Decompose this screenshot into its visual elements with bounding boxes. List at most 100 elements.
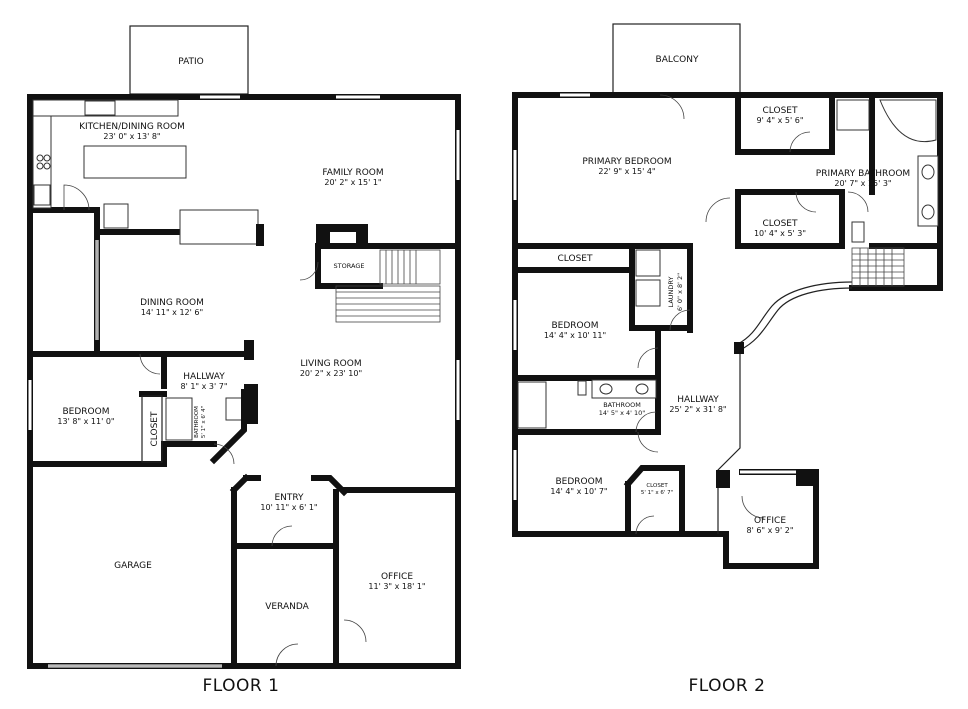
floor1-kitchen-bump: [27, 94, 99, 213]
bath-tub: [165, 397, 193, 441]
hallway-walls: [139, 351, 167, 397]
hallway-dims: 8' 1" x 3' 7": [180, 382, 227, 391]
bedroom-a-door: [637, 347, 659, 369]
veranda-label: VERANDA: [265, 602, 309, 612]
toilet: [577, 380, 587, 396]
column: [244, 384, 258, 424]
office-dims: 11' 3" x 18' 1": [368, 582, 425, 591]
closet-b-walls: [735, 189, 845, 249]
kitchen-door-swing: [63, 184, 90, 211]
closet-d-label: CLOSET: [646, 483, 668, 489]
sink: [921, 164, 935, 180]
closet-d-walls: [623, 465, 685, 537]
laundry-dims: 6' 0" x 8' 2": [676, 273, 684, 311]
column: [256, 224, 264, 246]
primary-bath-label: PRIMARY BATHROOM: [816, 169, 910, 179]
closet-box: [141, 395, 163, 463]
bedroom-b-dims: 14' 4" x 10' 7": [550, 487, 607, 496]
bedroom-walls: [27, 351, 249, 467]
office-label: OFFICE: [381, 572, 413, 582]
bathtub-corner: [879, 99, 937, 143]
dryer: [635, 279, 661, 307]
family-room-label: FAMILY ROOM: [322, 168, 383, 178]
entry-dims: 10' 11" x 6' 1": [260, 503, 317, 512]
sink: [921, 204, 935, 220]
hallway-label: HALLWAY: [183, 372, 225, 382]
closet-b-door: [795, 191, 817, 213]
column: [734, 342, 744, 354]
kitchen-island: [83, 145, 187, 179]
washer: [635, 249, 661, 277]
closet-d-dims: 5' 1" x 6' 7": [641, 490, 673, 496]
balcony-label: BALCONY: [656, 55, 699, 65]
floor-1-plan: PATIO KITCHEN/DINING ROOM 23' 0" x 13' 8…: [27, 25, 461, 696]
kitchen-cabinet: [103, 203, 129, 229]
closet-a-dims: 9' 4" x 5' 6": [756, 116, 803, 125]
sink: [599, 383, 613, 395]
closet-a-door: [789, 131, 811, 153]
laundry-label: LAUNDRY: [667, 277, 675, 308]
bath-door: [847, 191, 869, 213]
primary-bedroom-door: [659, 94, 685, 120]
hallway-label: HALLWAY: [677, 395, 719, 405]
stairs-floor1: [335, 249, 441, 323]
primary-bath-dims: 20' 7" x 15' 3": [834, 179, 891, 188]
office-label: OFFICE: [754, 516, 786, 526]
primary-bedroom-label: PRIMARY BEDROOM: [582, 157, 671, 167]
bathroom-label: BATHROOM: [194, 406, 200, 438]
closet-d-door: [635, 515, 655, 535]
toilet: [851, 221, 865, 243]
garage-label: GARAGE: [114, 561, 152, 571]
fridge: [33, 184, 51, 206]
entry-walls: [229, 473, 349, 549]
bedroom-b-label: BEDROOM: [556, 477, 603, 487]
bedroom-dims: 13' 8" x 11' 0": [57, 417, 114, 426]
hallway-door: [139, 353, 161, 375]
stove-burner: [43, 154, 51, 162]
floor-2-plan: BALCONY PRIMARY BEDROOM 22' 9" x 15' 4" …: [512, 23, 943, 696]
closet-c-label: CLOSET: [558, 254, 593, 264]
entry-label: ENTRY: [274, 493, 304, 503]
kitchen-sink: [84, 100, 116, 116]
column: [716, 470, 730, 488]
bathroom-door: [635, 411, 657, 433]
shower: [836, 99, 870, 131]
hallway-dims: 25' 2" x 31' 8": [669, 405, 726, 414]
closet-a-label: CLOSET: [763, 106, 798, 116]
tub: [517, 381, 547, 429]
primary-bedroom-dims: 22' 9" x 15' 4": [598, 167, 655, 176]
kitchen-label: KITCHEN/DINING ROOM: [79, 122, 185, 132]
dining-room-label: DINING ROOM: [140, 298, 204, 308]
closet-b-dims: 10' 4" x 5' 3": [754, 229, 806, 238]
closet-b-label: CLOSET: [763, 219, 798, 229]
fireplace-inner: [330, 232, 356, 246]
storage-label: STORAGE: [334, 262, 365, 270]
family-room-dims: 20' 2" x 15' 1": [324, 178, 381, 187]
floor-2-label: FLOOR 2: [689, 676, 766, 696]
entry-door: [271, 525, 293, 547]
bathroom-label: BATHROOM: [603, 401, 641, 409]
floor-1-label: FLOOR 1: [203, 676, 280, 696]
stairs-floor2: [851, 247, 905, 287]
bathroom-dims: 14' 5" x 4' 10": [599, 409, 645, 417]
bedroom-a-walls: [512, 325, 661, 435]
sink: [635, 383, 649, 395]
closet-a-walls: [735, 92, 835, 155]
primary-bath-door: [705, 197, 731, 223]
floor2-curved-wall-inner: [737, 281, 853, 345]
bedroom-b-door: [637, 431, 659, 453]
stove-burner: [43, 162, 51, 170]
living-room-label: LIVING ROOM: [300, 359, 361, 369]
bedroom-door-swing: [213, 443, 235, 465]
stove-burner: [36, 162, 44, 170]
veranda-door: [275, 643, 299, 667]
bathroom-dims: 5' 1" x 6' 4": [201, 406, 207, 438]
office-door: [343, 619, 367, 643]
closet-label: CLOSET: [150, 411, 160, 446]
office-door-swing: [741, 495, 765, 519]
patio-label: PATIO: [178, 57, 204, 67]
living-room-dims: 20' 2" x 23' 10": [300, 369, 362, 378]
column: [244, 340, 254, 360]
office-dims: 8' 6" x 9' 2": [746, 526, 793, 535]
